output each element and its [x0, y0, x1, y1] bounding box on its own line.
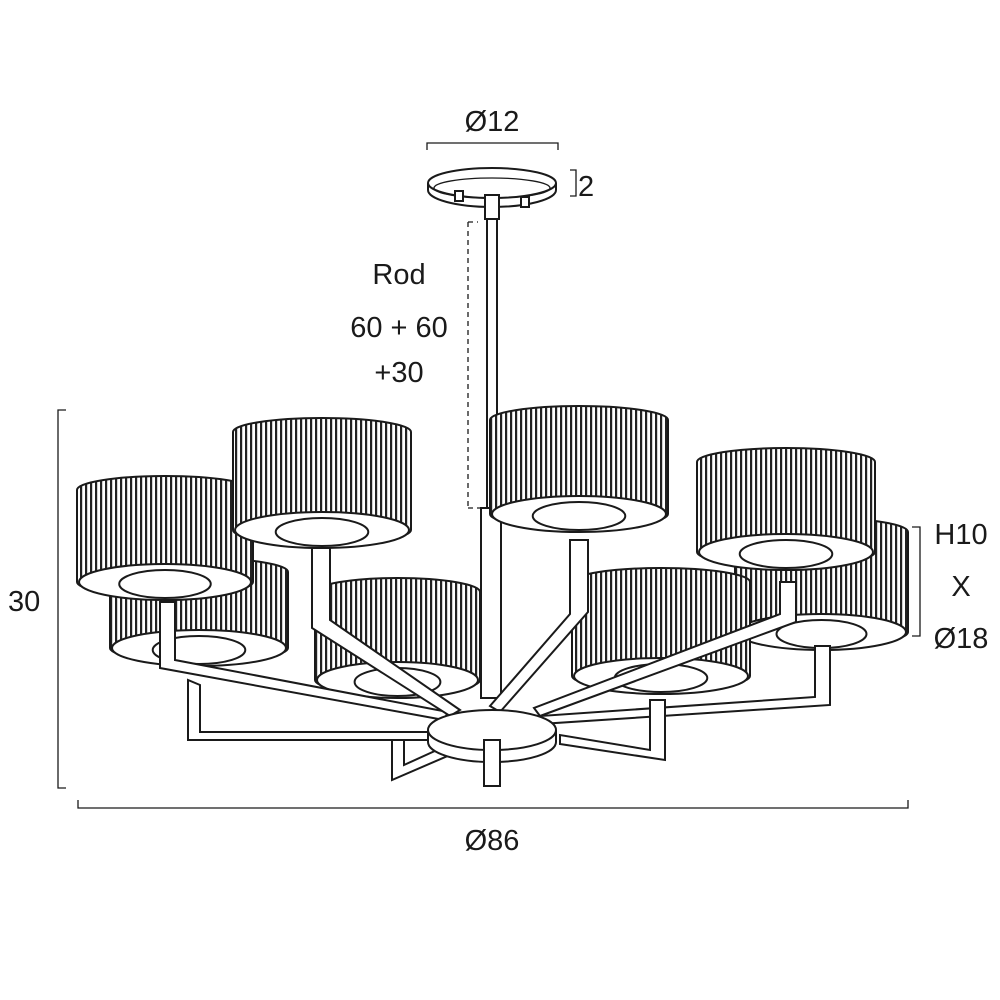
- rod-length-extra-label: +30: [374, 357, 423, 389]
- lamp-shade: [489, 405, 669, 533]
- canopy-height-label: 2: [578, 171, 594, 203]
- lamp-shade: [571, 567, 751, 695]
- dimension-lines: [57, 142, 921, 809]
- lamp-shade: [232, 417, 412, 549]
- rod-length-label: 60 + 60: [350, 312, 448, 344]
- canopy: [427, 167, 557, 220]
- lamp-shade: [76, 475, 254, 601]
- overall-diameter-label: Ø86: [465, 825, 520, 857]
- canopy-diameter-label: Ø12: [465, 106, 520, 138]
- overall-height-label: 30: [8, 586, 40, 618]
- shade-x-label: X: [951, 571, 970, 603]
- lamp-shade: [696, 447, 876, 571]
- rod-label: Rod: [372, 259, 425, 291]
- arms: [159, 539, 831, 787]
- center-column: [480, 507, 502, 699]
- shade-height-label: H10: [934, 519, 987, 551]
- shade-diameter-label: Ø18: [934, 623, 989, 655]
